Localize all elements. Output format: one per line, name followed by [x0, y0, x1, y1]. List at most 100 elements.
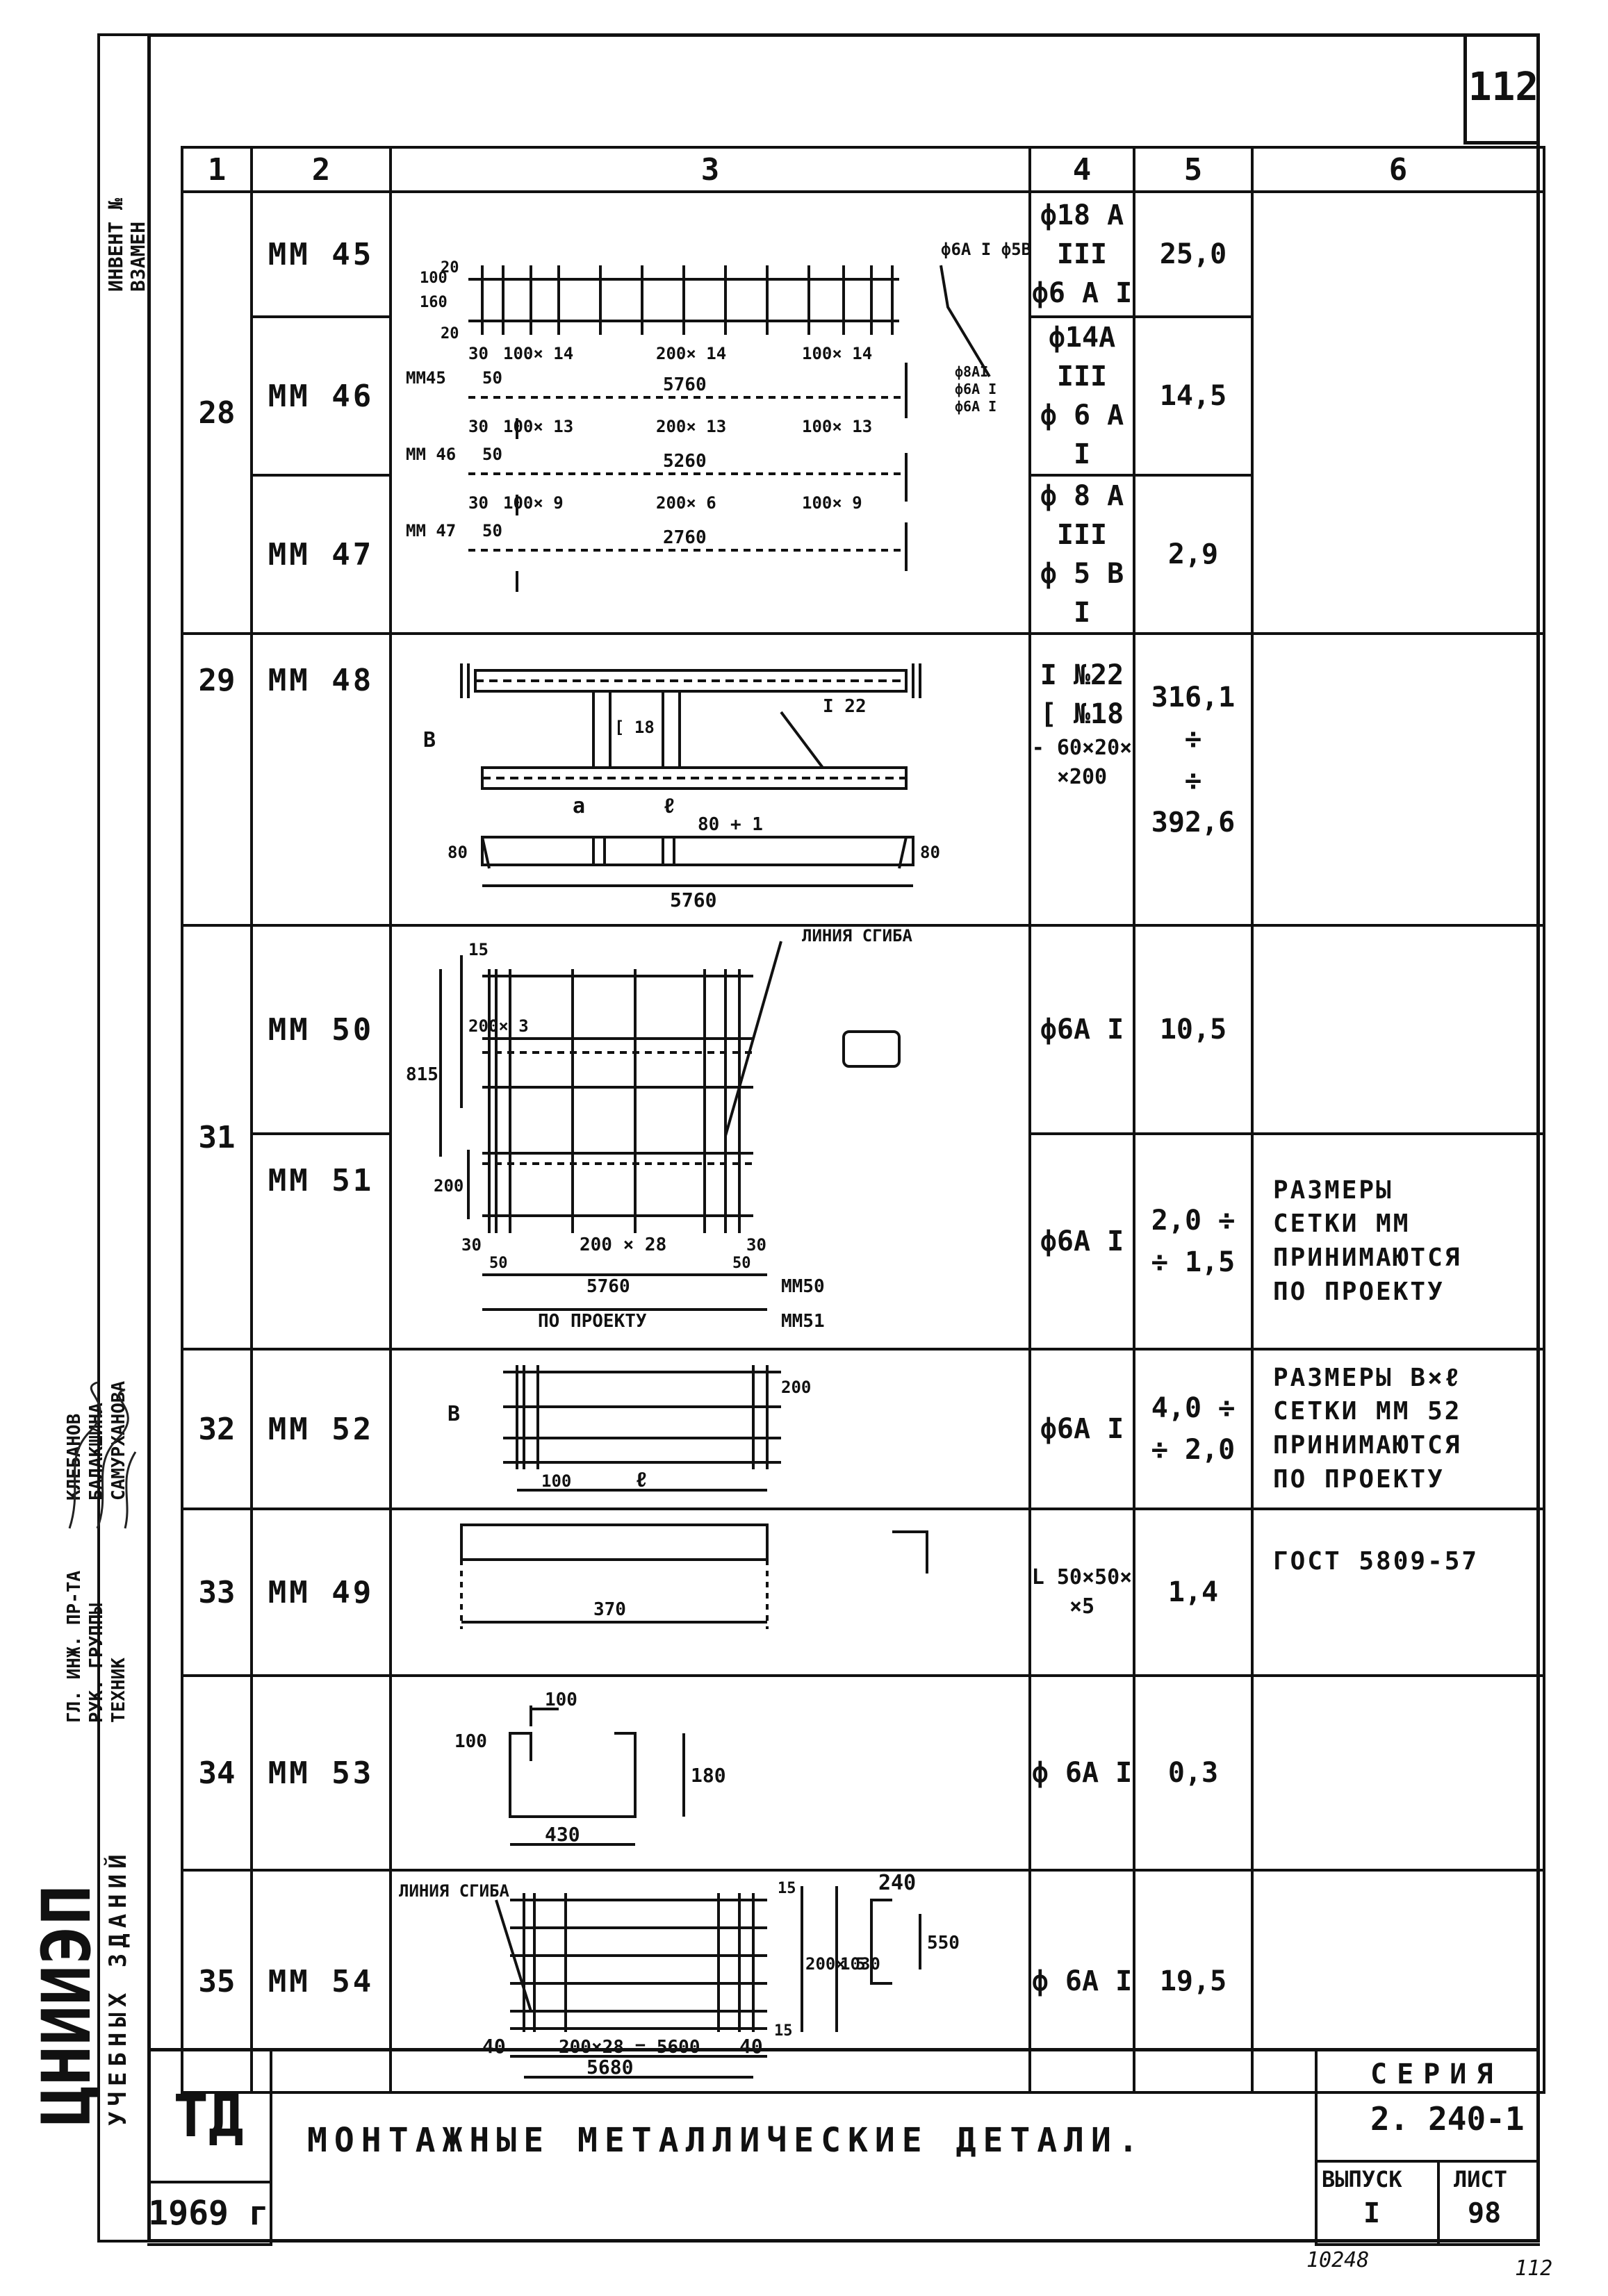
sketch-svg: B 100 ℓ 200 — [448, 1365, 811, 1492]
mm50-h2: 200× 3 — [468, 1016, 529, 1036]
left-strip — [97, 33, 147, 2243]
mm45-end: 30 — [468, 344, 489, 363]
row-number: 35 — [181, 1869, 253, 2094]
mm54-b: 15 — [774, 2022, 793, 2040]
steel-line: L 50×50× — [1031, 1565, 1133, 1589]
mm46-dims-top: 100× 13 — [503, 417, 573, 436]
issue-label: ВЫПУСК — [1322, 2166, 1402, 2192]
part-mark: ММ 52 — [250, 1348, 392, 1510]
mm50-line-label: ЛИНИЯ СГИБА — [802, 927, 912, 945]
note-line: ПО ПРОЕКТУ — [1273, 1277, 1445, 1306]
mm45-side-2: ф6А I — [955, 381, 996, 397]
steel-cell: ф6А I — [1028, 1132, 1135, 1351]
header-col5: 5 — [1133, 146, 1254, 193]
mm47-length: 2760 — [663, 527, 707, 548]
mass-cell: 2,9 — [1133, 474, 1254, 635]
part-mark: ММ 51 — [250, 1132, 392, 1351]
table-row: ММ 51 ф6А I 2,0 ÷ ÷ 1,5 РАЗМЕРЫ СЕТКИ ММ… — [182, 1132, 1545, 1351]
mm46-dims-right: 100× 13 — [802, 417, 872, 436]
steel-cell: ф14А III ф 6 А I — [1028, 315, 1135, 477]
mm50-end-left: 30 — [461, 1235, 482, 1255]
mm47-dims-top: 100× 9 — [503, 493, 564, 513]
mm54-h3: 1030 — [840, 1954, 880, 1974]
mm54-w: 240 — [878, 1872, 916, 1895]
sketch-svg: ЛИНИЯ СГИБА 15 200× 3 815 200 30 200 × 2… — [406, 926, 912, 1332]
mm48-end-right: 80 — [920, 843, 940, 862]
part-mark: ММ 47 — [250, 474, 392, 635]
mm53-b: 100 — [454, 1731, 487, 1752]
part-mark: ММ 50 — [250, 924, 392, 1135]
steel-line: ф14А III — [1048, 322, 1116, 393]
mm45-length: 5760 — [663, 374, 707, 395]
sketch-mm52: B 100 ℓ 200 — [389, 1348, 1031, 1510]
mm54-pitch: 200×28 = 5600 — [559, 2037, 700, 2058]
title-code: ТД — [147, 2051, 272, 2183]
mass-cell: 19,5 — [1133, 1869, 1254, 2094]
mm52-h: B — [448, 1402, 460, 1426]
header-col2: 2 — [250, 146, 392, 193]
role-tech: ТЕХНИК — [108, 1658, 129, 1723]
steel-line: ф6 А I — [1031, 277, 1133, 309]
mm53-h: 180 — [691, 1764, 726, 1787]
table-row: 34 ММ 53 100 100 180 430 ф 6А I 0,3 — [181, 1674, 1545, 1872]
header-col4: 4 — [1028, 146, 1135, 193]
mm50-h3: 815 — [406, 1064, 438, 1085]
note-line: ПРИНИМАЮТСЯ — [1273, 1431, 1462, 1460]
steel-cell: ф 6А I — [1028, 1674, 1135, 1872]
mass-line: 4,0 ÷ — [1151, 1392, 1236, 1424]
mm54-h1: 15 — [778, 1880, 796, 1897]
mm52-l: ℓ — [635, 1468, 648, 1492]
note-cell: ГОСТ 5809-57 — [1251, 1508, 1545, 1677]
mm50-edge-left: 50 — [489, 1255, 508, 1272]
steel-cell: L 50×50× ×5 — [1028, 1508, 1135, 1677]
note-cell: РАЗМЕРЫ B×ℓ СЕТКИ ММ 52 ПРИНИМАЮТСЯ ПО П… — [1251, 1348, 1545, 1510]
steel-cell: ф 8 А III ф 5 В I — [1028, 474, 1135, 635]
parts-table: 1 2 3 4 5 6 28 ММ 45 — [181, 146, 1545, 2094]
note-line: РАЗМЕРЫ — [1273, 1175, 1393, 1205]
part-mark: ММ 45 — [250, 190, 392, 318]
mm47-dims-right: 100× 9 — [802, 493, 862, 513]
steel-line: ×5 — [1069, 1594, 1095, 1619]
mm48-channel: [ 18 — [614, 718, 655, 737]
mm46-label-a: ММ 46 — [406, 445, 456, 464]
mm45-label-a: ММ45 — [406, 368, 446, 388]
mm52-top: 200 — [781, 1378, 811, 1397]
steel-line: - 60×20× — [1031, 736, 1133, 760]
sheet-cell — [1437, 2160, 1540, 2246]
mm45-h3: 20 — [441, 259, 459, 276]
mm50-tag1: ММ50 — [781, 1276, 825, 1297]
mass-cell: 4,0 ÷ ÷ 2,0 — [1133, 1348, 1254, 1510]
part-mark: ММ 46 — [250, 315, 392, 477]
mm48-l: ℓ — [663, 794, 675, 818]
note-line: СЕТКИ ММ 52 — [1273, 1397, 1462, 1426]
mm53-w: 430 — [545, 1823, 580, 1846]
table-row: ММ 47 ф 8 А III ф 5 В I 2,9 — [182, 474, 1544, 635]
mass-cell: 14,5 — [1133, 315, 1254, 477]
note-cell — [1251, 190, 1545, 635]
mass-cell: 316,1 ÷ ÷ 392,6 — [1133, 632, 1254, 927]
mm45-side-3: ф6А I — [955, 398, 996, 415]
sheet-value: 98 — [1468, 2197, 1502, 2229]
mm50-tag2: ММ51 — [781, 1311, 825, 1332]
table-row: 29 ММ 48 B — [181, 632, 1545, 927]
sheet-number: 112 — [1463, 33, 1540, 144]
header-col3: 3 — [389, 146, 1031, 193]
title-text: МОНТАЖНЫЕ МЕТАЛЛИЧЕСКИЕ ДЕТАЛИ. — [307, 2121, 1145, 2160]
steel-cell: I №22 [ №18 - 60×20× ×200 — [1028, 632, 1135, 927]
issue-number: I — [1363, 2197, 1381, 2229]
institute-name: ЦНИИЭП — [28, 1885, 106, 2126]
mm50-h4: 200 — [434, 1176, 463, 1196]
sketch-mm49: 370 — [389, 1508, 1031, 1677]
mm46-end: 30 — [468, 417, 489, 436]
mm50-pitch: 200 × 28 — [580, 1234, 666, 1255]
replace-label: ВЗАМЕН — [126, 221, 149, 292]
mm47-label-a: ММ 47 — [406, 521, 456, 540]
steel-line: ф18 А III — [1040, 199, 1124, 270]
stamp-right: 112 — [1515, 2256, 1553, 2281]
header-col6: 6 — [1251, 146, 1545, 193]
mm47-dims-mid: 200× 6 — [656, 493, 716, 513]
steel-line: I №22 — [1040, 659, 1124, 691]
note-cell — [1251, 1674, 1545, 1872]
steel-cell: ф 6А I — [1028, 1869, 1135, 2094]
row-number: 28 — [181, 190, 253, 635]
